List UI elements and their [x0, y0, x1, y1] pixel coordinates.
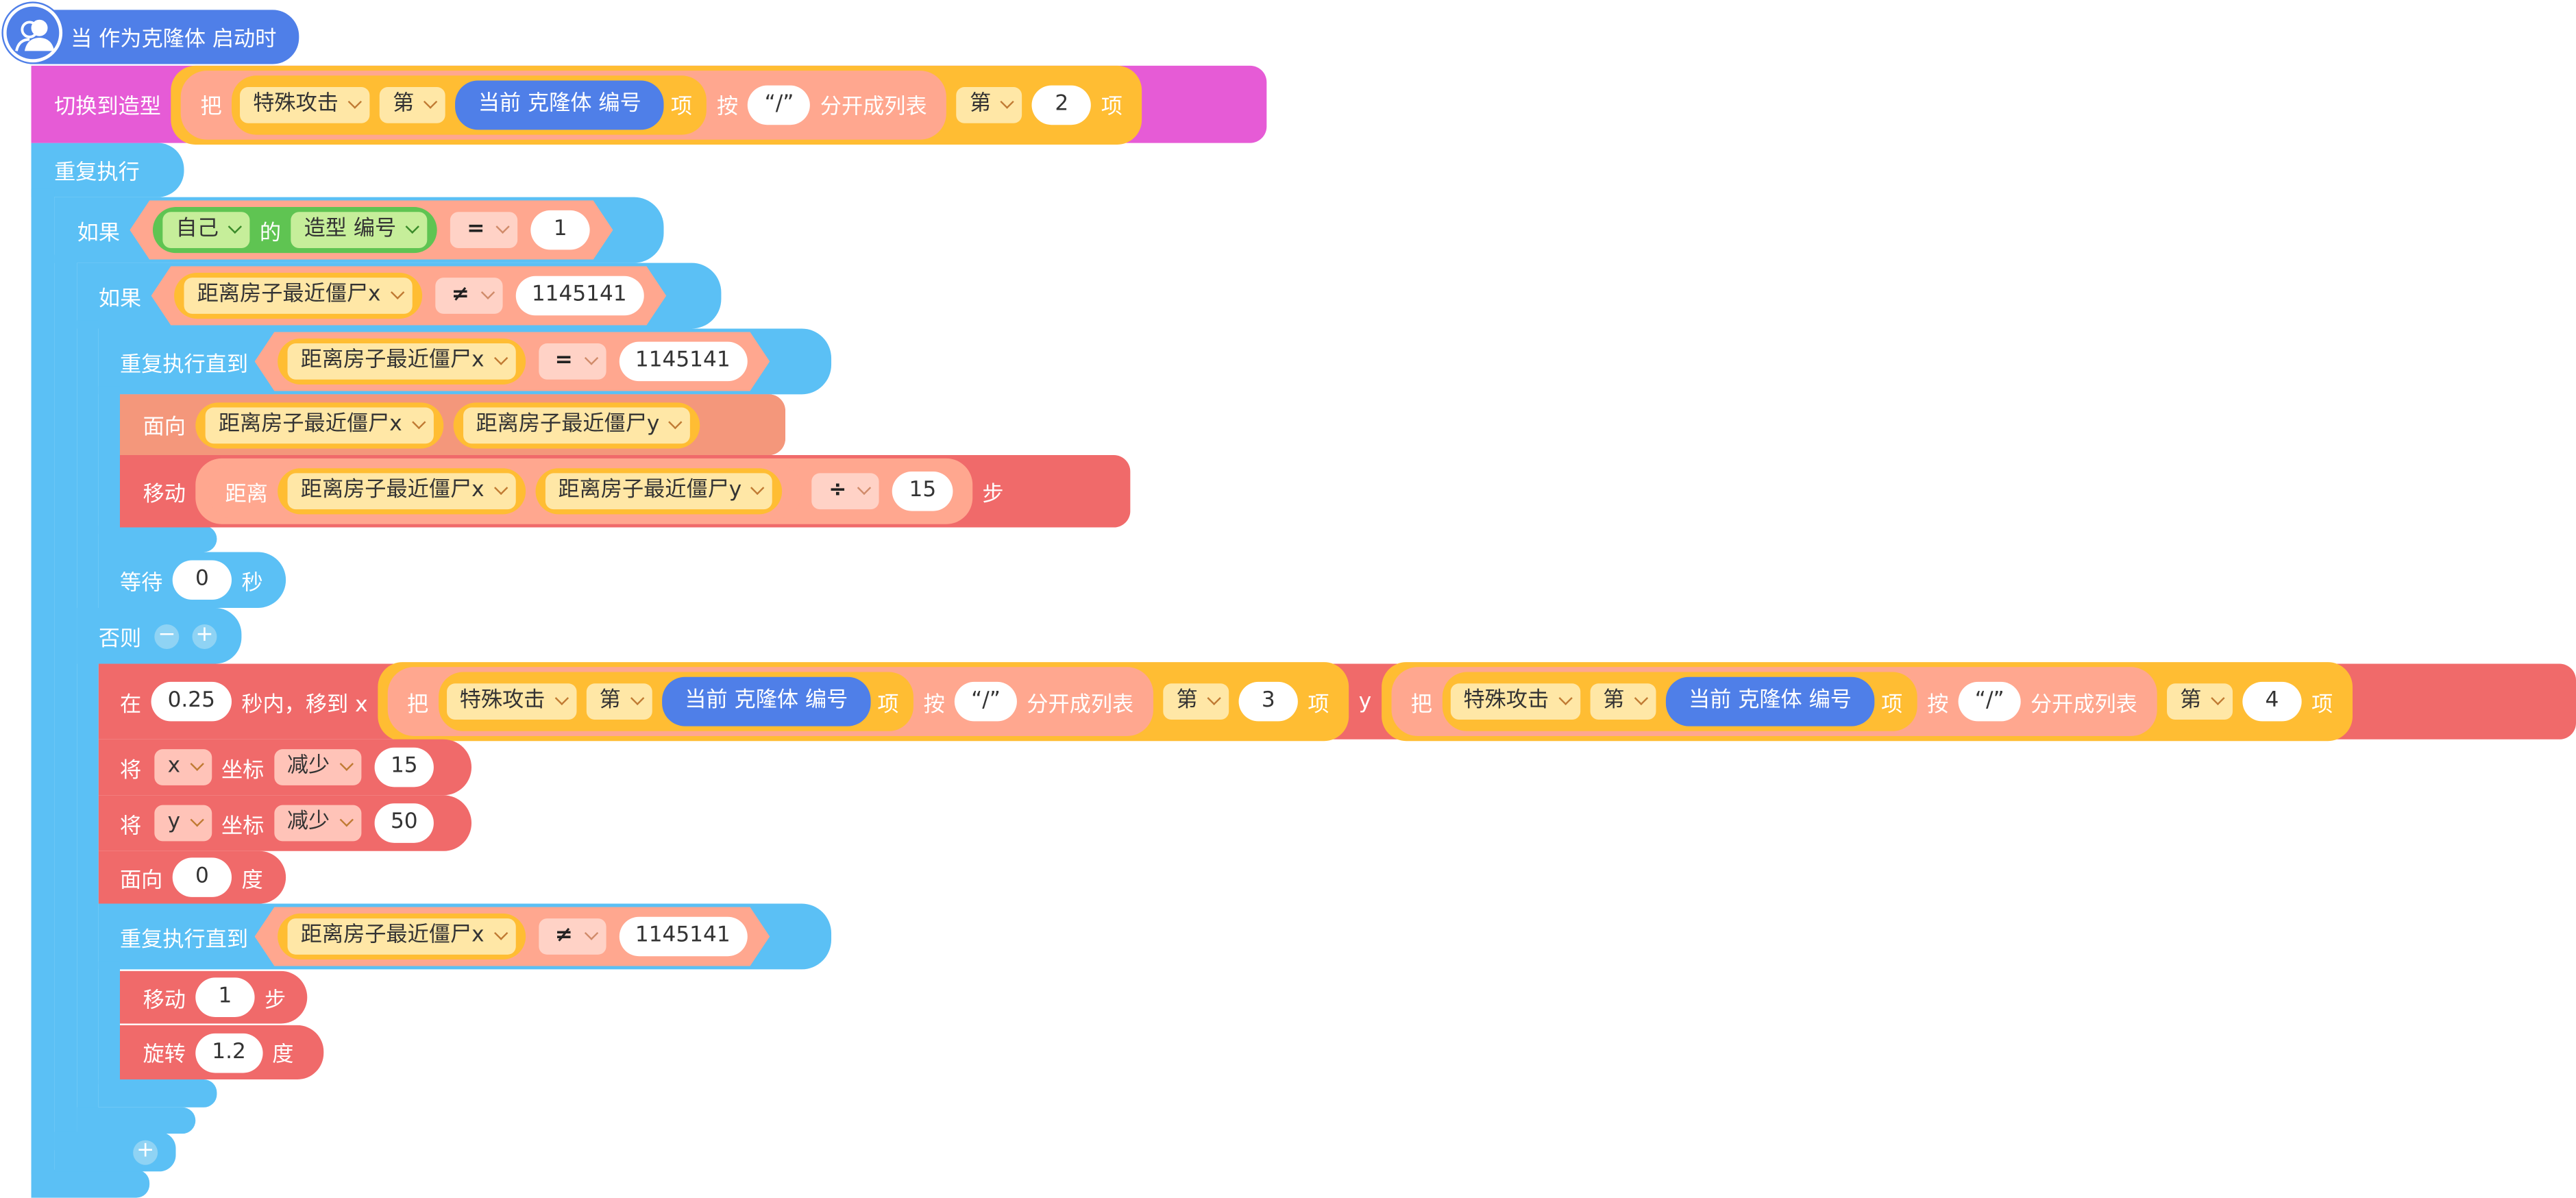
- not-equal-condition[interactable]: 距离房子最近僵尸x ≠ 1145141: [151, 266, 667, 325]
- sprite-dropdown[interactable]: 自己: [162, 212, 249, 248]
- index-input[interactable]: 2: [1032, 84, 1092, 124]
- attr-dropdown[interactable]: 造型 编号: [291, 212, 427, 248]
- op-dropdown[interactable]: ≠: [539, 918, 606, 955]
- sensing-attr-reporter[interactable]: 自己 的 造型 编号: [153, 207, 437, 253]
- di-dropdown[interactable]: 第: [379, 86, 445, 123]
- equals-condition[interactable]: 自己 的 造型 编号 = 1: [130, 200, 613, 259]
- di-dropdown[interactable]: 第: [2166, 683, 2233, 720]
- list-item-inner[interactable]: 特殊攻击 第 当前 克隆体 编号 项: [1442, 672, 1917, 731]
- value-input[interactable]: 1145141: [515, 276, 643, 316]
- op-dropdown[interactable]: ÷: [812, 473, 880, 510]
- variable-reporter[interactable]: 距离房子最近僵尸y: [452, 402, 701, 448]
- clone-id-reporter[interactable]: 当前 克隆体 编号: [455, 80, 665, 130]
- value-input[interactable]: 1: [531, 210, 590, 250]
- clone-id-reporter[interactable]: 当前 克隆体 编号: [661, 676, 871, 726]
- mode-dropdown[interactable]: 减少: [273, 805, 361, 842]
- value-input[interactable]: 15: [892, 472, 953, 511]
- split-list-reporter[interactable]: 把 特殊攻击 第 当前 克隆体 编号 项 按 “/” 分开成列表: [180, 69, 947, 139]
- not-equal-condition[interactable]: 距离房子最近僵尸x ≠ 1145141: [255, 907, 770, 966]
- index-input[interactable]: 3: [1238, 681, 1298, 722]
- switch-costume-label: 切换到造型: [54, 95, 161, 121]
- value-input[interactable]: 50: [373, 803, 434, 843]
- di-dropdown[interactable]: 第: [956, 86, 1022, 123]
- glide-label: 秒内，移到 x: [241, 692, 368, 718]
- variable-reporter[interactable]: 距离房子最近僵尸x: [278, 914, 525, 959]
- var-dropdown[interactable]: 距离房子最近僵尸x: [288, 918, 516, 955]
- mode-dropdown[interactable]: 减少: [273, 749, 361, 785]
- degrees-input[interactable]: 1.2: [195, 1032, 262, 1073]
- forever-label: 重复执行: [54, 160, 140, 186]
- else-label: 否则: [98, 626, 142, 652]
- split-list-reporter[interactable]: 把 特殊攻击 第 当前 克隆体 编号 项 按 “/” 分开成列表: [387, 667, 1153, 736]
- di-dropdown[interactable]: 第: [1163, 683, 1229, 720]
- clone-id-reporter[interactable]: 当前 克隆体 编号: [1665, 676, 1875, 726]
- di-dropdown[interactable]: 第: [586, 683, 652, 720]
- repeat-until-label: 重复执行直到: [120, 352, 249, 378]
- list-item-reporter[interactable]: 把 特殊攻击 第 当前 克隆体 编号 项 按 “/” 分开成列表 第 2 项: [171, 64, 1142, 144]
- variable-reporter[interactable]: 距离房子最近僵尸x: [278, 339, 525, 384]
- variable-reporter[interactable]: 距离房子最近僵尸x: [278, 468, 526, 515]
- var-dropdown[interactable]: 特殊攻击: [240, 86, 370, 123]
- list-item-inner[interactable]: 特殊攻击 第 当前 克隆体 编号 项: [438, 672, 914, 731]
- equals-condition[interactable]: 距离房子最近僵尸x = 1145141: [255, 332, 770, 391]
- wait-label: 等待: [120, 571, 163, 596]
- distance-reporter[interactable]: 距离 距离房子最近僵尸x 距离房子最近僵尸y: [208, 463, 802, 519]
- plus-icon[interactable]: +: [133, 1140, 158, 1165]
- var-dropdown[interactable]: 距离房子最近僵尸y: [545, 473, 773, 510]
- variable-reporter[interactable]: 距离房子最近僵尸x: [174, 273, 421, 319]
- clone-user-icon: [3, 3, 63, 63]
- var-dropdown[interactable]: 距离房子最近僵尸x: [205, 406, 434, 443]
- forever-block[interactable]: [31, 143, 184, 197]
- move-label: 移动: [143, 482, 186, 507]
- op-dropdown[interactable]: ≠: [435, 278, 502, 314]
- var-dropdown[interactable]: 距离房子最近僵尸y: [463, 406, 691, 443]
- separator-input[interactable]: “/”: [1958, 681, 2021, 722]
- var-dropdown[interactable]: 特殊攻击: [1450, 683, 1580, 720]
- variable-reporter[interactable]: 距离房子最近僵尸y: [535, 468, 783, 515]
- x-list-item-reporter[interactable]: 把 特殊攻击 第 当前 克隆体 编号 项 按 “/” 分开成列表 第 3 项: [377, 662, 1349, 742]
- y-list-item-reporter[interactable]: 把 特殊攻击 第 当前 克隆体 编号 项 按 “/” 分开成列表 第 4 项: [1381, 662, 2353, 742]
- hat-label: 当 作为克隆体 启动时: [71, 27, 277, 53]
- value-input[interactable]: 1145141: [619, 342, 747, 382]
- index-input[interactable]: 4: [2242, 681, 2302, 722]
- var-dropdown[interactable]: 距离房子最近僵尸x: [287, 473, 516, 510]
- var-dropdown[interactable]: 距离房子最近僵尸x: [288, 343, 516, 380]
- repeat-until-label: 重复执行直到: [120, 927, 249, 953]
- di-dropdown[interactable]: 第: [1590, 683, 1656, 720]
- separator-input[interactable]: “/”: [748, 84, 811, 124]
- plus-icon[interactable]: +: [192, 623, 217, 648]
- wait-input[interactable]: 0: [172, 560, 232, 600]
- separator-input[interactable]: “/”: [955, 681, 1017, 722]
- op-dropdown[interactable]: =: [539, 343, 606, 380]
- axis-dropdown[interactable]: x: [154, 749, 212, 785]
- op-dropdown[interactable]: =: [450, 212, 517, 248]
- if-label: 如果: [98, 286, 142, 312]
- split-list-reporter[interactable]: 把 特殊攻击 第 当前 克隆体 编号 项 按 “/” 分开成列表: [1390, 667, 2157, 736]
- point-towards-label: 面向: [143, 415, 186, 441]
- value-input[interactable]: 1145141: [619, 917, 747, 957]
- direction-input[interactable]: 0: [172, 857, 232, 897]
- value-input[interactable]: 15: [373, 747, 434, 787]
- if-label: 如果: [77, 221, 121, 246]
- list-item-inner[interactable]: 特殊攻击 第 当前 克隆体 编号 项: [232, 75, 707, 134]
- var-dropdown[interactable]: 特殊攻击: [446, 683, 577, 720]
- minus-icon[interactable]: −: [154, 623, 180, 648]
- seconds-input[interactable]: 0.25: [151, 681, 232, 722]
- axis-dropdown[interactable]: y: [154, 805, 212, 842]
- var-dropdown[interactable]: 距离房子最近僵尸x: [184, 278, 413, 314]
- variable-reporter[interactable]: 距离房子最近僵尸x: [195, 402, 443, 448]
- divide-reporter[interactable]: 距离 距离房子最近僵尸x 距离房子最近僵尸y ÷ 15: [195, 458, 972, 524]
- steps-input[interactable]: 1: [195, 977, 255, 1017]
